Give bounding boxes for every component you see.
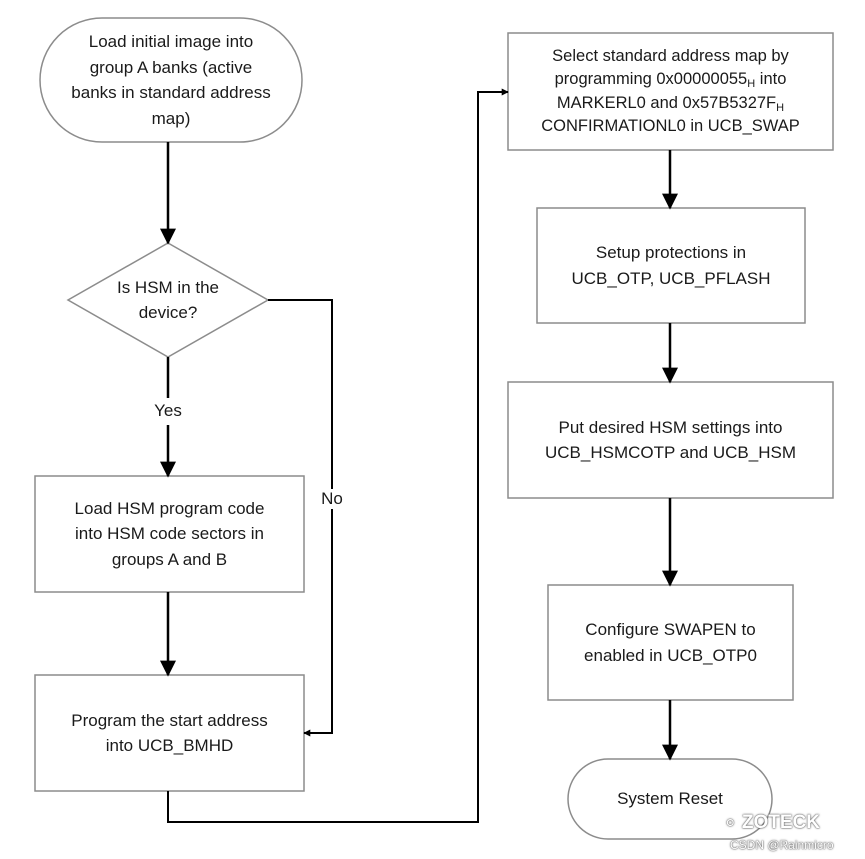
- load-hsm-node-line: into HSM code sectors in: [75, 524, 264, 544]
- load-hsm-node-line: Load HSM program code: [74, 498, 265, 518]
- wechat-icon: ⚪: [724, 815, 737, 832]
- reset-node: System Reset: [568, 759, 772, 839]
- start-node-line: banks in standard address: [71, 83, 271, 102]
- decision-node-line: Is HSM in the: [116, 277, 220, 297]
- watermark-brand: ⚪ ZOTECK: [724, 812, 820, 834]
- select-map-line-3-main: MARKERL0 and 0x57B5327F: [556, 93, 777, 112]
- setup-protections-line: UCB_OTP, UCB_PFLASH: [571, 268, 771, 288]
- start-node-line: map): [151, 108, 191, 128]
- arrow-program-to-select-map: [167, 88, 509, 823]
- program-start-node-line: Program the start address: [71, 710, 268, 730]
- hsm-settings-line: Put desired HSM settings into: [558, 417, 783, 437]
- decision-node: Is HSM in the device?: [88, 268, 248, 332]
- swapen-line: Configure SWAPEN to: [585, 620, 756, 639]
- select-map-line-4: CONFIRMATIONL0 in UCB_SWAP: [541, 116, 800, 135]
- program-start-node: Program the start address into UCB_BMHD: [35, 675, 304, 791]
- load-hsm-node: Load HSM program code into HSM code sect…: [35, 476, 304, 592]
- select-map-node: Select standard address map by programmi…: [508, 33, 833, 150]
- hsm-settings-box-shape: [507, 381, 834, 499]
- start-node-line: Load initial image into: [88, 32, 254, 51]
- start-node-line: group A banks (active: [89, 57, 253, 77]
- program-start-node-line: into UCB_BMHD: [105, 736, 234, 755]
- select-map-line-1: Select standard address map by: [552, 46, 789, 65]
- swapen-line: enabled in UCB_OTP0: [584, 645, 757, 665]
- hsm-settings-line: UCB_HSMCOTP and UCB_HSM: [545, 443, 796, 462]
- start-terminator-shape: [39, 17, 303, 143]
- select-map-line-3: MARKERL0 and 0x57B5327FH: [541, 92, 800, 115]
- swapen-node: Configure SWAPEN to enabled in UCB_OTP0: [548, 585, 793, 700]
- decision-node-line: device?: [138, 303, 198, 322]
- swapen-box-shape: [547, 584, 794, 701]
- hsm-settings-node: Put desired HSM settings into UCB_HSMCOT…: [508, 382, 833, 498]
- select-map-line-2: programming 0x00000055H into: [541, 68, 800, 91]
- yes-label: Yes: [154, 401, 182, 420]
- load-hsm-node-line: groups A and B: [111, 549, 228, 569]
- select-map-line-2-tail: into: [755, 70, 787, 89]
- load-hsm-box-shape: [34, 475, 305, 593]
- reset-node-label: System Reset: [617, 789, 723, 809]
- setup-protections-node: Setup protections in UCB_OTP, UCB_PFLASH: [537, 208, 805, 323]
- arrow-decision-no-to-program: [268, 299, 333, 737]
- start-node: Load initial image into group A banks (a…: [50, 22, 292, 138]
- setup-protections-line: Setup protections in: [595, 243, 747, 262]
- hex-subscript: H: [776, 101, 785, 114]
- select-map-line-2-main: programming 0x00000055: [554, 70, 748, 89]
- watermark-brand-text: ZOTECK: [741, 812, 820, 833]
- watermark-credit: CSDN @Rainmicro: [730, 838, 834, 852]
- no-label: No: [316, 489, 348, 509]
- hex-subscript: H: [747, 78, 756, 91]
